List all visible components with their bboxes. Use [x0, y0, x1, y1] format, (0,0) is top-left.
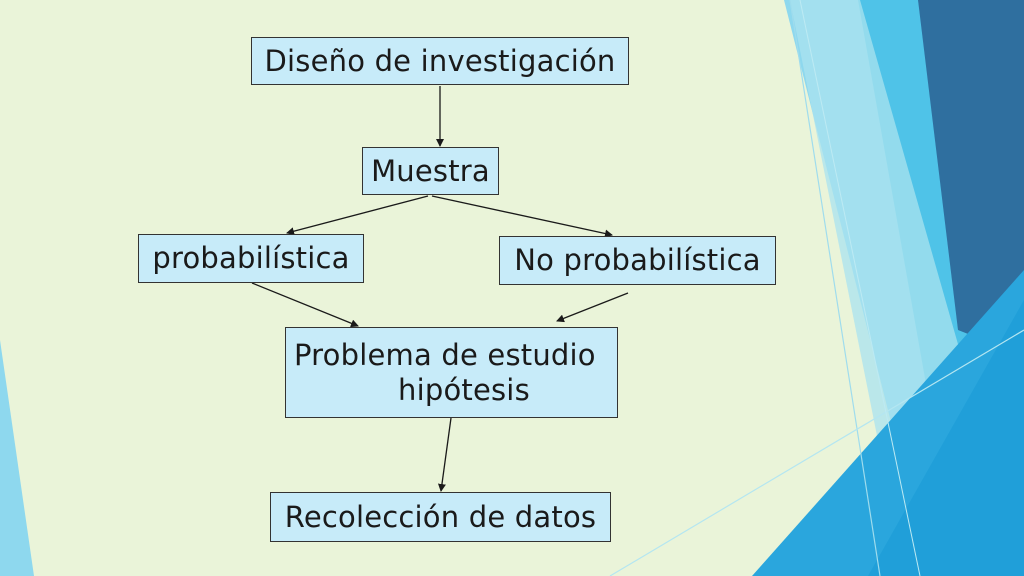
arrow-probabilistic-to-problem	[251, 282, 359, 328]
node-collection: Recolección de datos	[270, 492, 611, 542]
node-design: Diseño de investigación	[251, 37, 629, 85]
node-sample: Muestra	[362, 147, 499, 195]
arrow-sample-to-probabilistic	[286, 195, 429, 236]
node-problem-line1: Problema de estudio	[294, 337, 596, 372]
node-collection-label: Recolección de datos	[284, 499, 597, 534]
decor-line-3	[799, 0, 921, 576]
node-non-probabilistic: No probabilística	[499, 236, 776, 285]
node-non-probabilistic-label: No probabilística	[514, 243, 761, 278]
right-lower-overlay	[868, 300, 1024, 576]
node-probabilistic: probabilística	[138, 234, 364, 283]
node-design-label: Diseño de investigación	[264, 43, 616, 78]
arrow-problem-to-collection	[437, 417, 452, 492]
right-dark-block	[918, 0, 1024, 356]
decor-line-1	[789, 0, 881, 576]
node-sample-label: Muestra	[371, 153, 490, 188]
arrow-sample-to-non-probabilistic	[431, 195, 613, 238]
node-probabilistic-label: probabilística	[152, 241, 350, 276]
node-problem: Problema de estudio hipótesis	[285, 327, 618, 418]
left-accent-shape	[0, 340, 34, 576]
arrow-non-probabilistic-to-problem	[556, 292, 629, 323]
node-problem-line2: hipótesis	[398, 372, 530, 407]
decor-line-2	[609, 329, 1024, 576]
